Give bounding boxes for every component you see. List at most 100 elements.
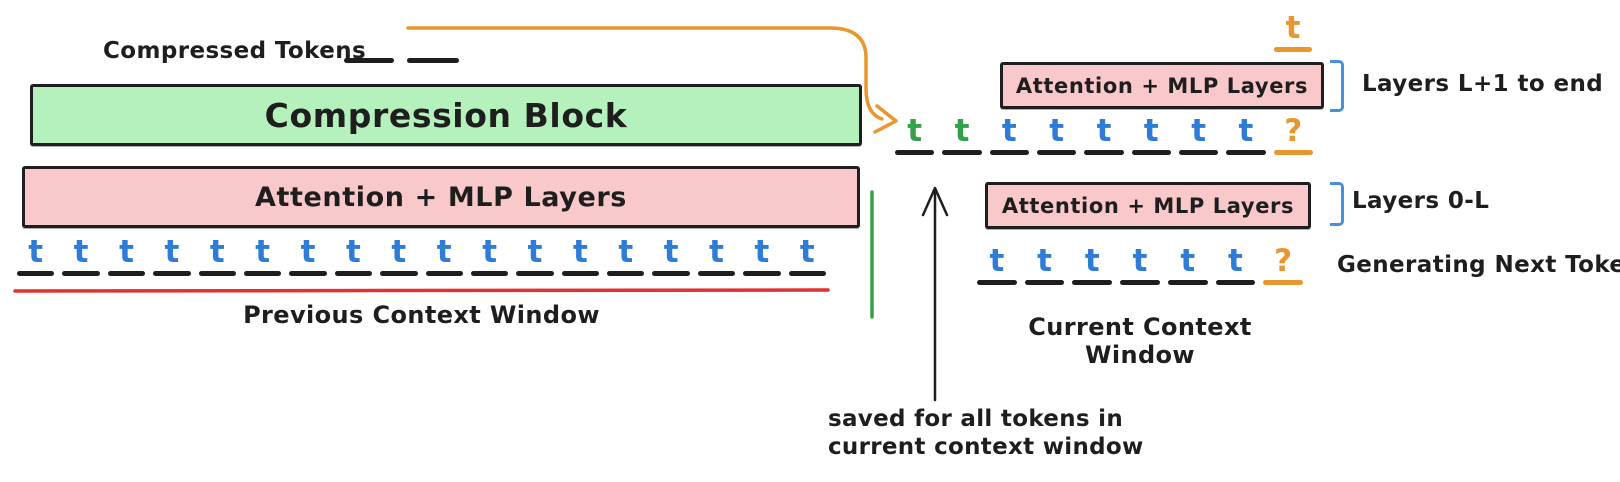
- token-char: t: [618, 234, 634, 270]
- token-char: t: [346, 234, 361, 270]
- token-underline: [977, 280, 1017, 285]
- token-underline: [470, 271, 509, 276]
- token-underline: [62, 271, 100, 276]
- token-underline: [1120, 280, 1160, 285]
- saved-kv-arrowhead: [921, 186, 949, 217]
- token-t-blue: t: [285, 234, 330, 276]
- saved-token: t: [1270, 10, 1316, 52]
- token-underline: [153, 271, 191, 276]
- token-t-blue: t: [1175, 113, 1222, 155]
- token-t-blue: t: [376, 234, 421, 276]
- token-underline: [17, 271, 55, 276]
- token-char: t: [209, 234, 225, 270]
- token-char: t: [1180, 243, 1196, 279]
- token-t-blue: t: [240, 234, 285, 276]
- token-underline: [334, 271, 373, 276]
- token-t-blue: t: [1080, 113, 1127, 155]
- token-char: t: [119, 234, 134, 270]
- token-char: t: [709, 234, 724, 270]
- token-underline: [1226, 150, 1266, 155]
- previous-window-red-line: [13, 288, 830, 293]
- token-t-green: t: [938, 113, 985, 155]
- token-char: t: [1191, 113, 1207, 149]
- token-char: t: [1096, 113, 1112, 149]
- token-t-blue: t: [422, 234, 467, 276]
- upper-layers-bracket: [1330, 60, 1344, 112]
- token-char: t: [907, 113, 923, 149]
- token-char: t: [73, 234, 89, 270]
- token-char: t: [300, 234, 316, 270]
- token-t-blue: t: [1164, 243, 1212, 285]
- token-char: t: [799, 234, 815, 270]
- token-t-blue: t: [149, 234, 194, 276]
- token-t-blue: t: [986, 113, 1033, 155]
- token-underline: [289, 271, 327, 276]
- token-char: t: [1285, 10, 1301, 46]
- token-char: t: [1228, 243, 1243, 279]
- token-underline: [198, 271, 236, 276]
- token-t-blue: t: [512, 234, 557, 276]
- token-underline: [1072, 280, 1113, 285]
- token-underline: [1036, 150, 1077, 155]
- token-t-blue: t: [694, 234, 739, 276]
- token-underline: [607, 271, 645, 276]
- attention-mlp-block-upper-right: Attention + MLP Layers: [1000, 62, 1324, 109]
- token-char: t: [1143, 113, 1159, 149]
- token-t-blue: t: [1212, 243, 1260, 285]
- token-char: t: [436, 234, 452, 270]
- saved-kv-annotation-line2: current context window: [828, 434, 1144, 460]
- compressed-token-dash-1: [344, 58, 394, 63]
- token-t-orange: t: [1270, 10, 1316, 52]
- lower-layers-bracket: [1330, 182, 1344, 226]
- token-char: t: [1049, 113, 1065, 149]
- token-char: t: [255, 234, 271, 270]
- token-underline: [1131, 150, 1171, 155]
- token-t-green: t: [891, 113, 938, 155]
- token-underline: [1263, 280, 1304, 285]
- token-underline: [1024, 280, 1065, 285]
- saved-kv-annotation-line1: saved for all tokens in: [828, 406, 1124, 432]
- token-underline: [107, 271, 146, 276]
- token-t-blue: t: [1068, 243, 1116, 285]
- token-underline: [989, 150, 1029, 155]
- token-char: t: [663, 234, 679, 270]
- compression-block: Compression Block: [30, 84, 862, 146]
- token-char: t: [989, 243, 1005, 279]
- token-underline: [697, 271, 736, 276]
- saved-kv-annotation: saved for all tokens in current context …: [828, 405, 1144, 461]
- token-t-blue: t: [1222, 113, 1269, 155]
- attention-mlp-block-lower-right: Attention + MLP Layers: [985, 182, 1311, 229]
- token-underline: [243, 271, 282, 276]
- token-underline: [1273, 150, 1313, 155]
- current-context-window-caption: Current Context Window: [1028, 313, 1252, 369]
- token-underline: [1084, 150, 1124, 155]
- attention-mlp-block-left-label: Attention + MLP Layers: [255, 181, 627, 213]
- token-underline: [788, 271, 827, 276]
- token-char: t: [527, 234, 543, 270]
- token-underline: [942, 150, 982, 155]
- token-char: t: [1037, 243, 1052, 279]
- token-t-blue: t: [13, 234, 58, 276]
- token-underline: [425, 271, 463, 276]
- token-char: t: [1132, 243, 1148, 279]
- token-underline: [516, 271, 554, 276]
- token-underline: [1274, 47, 1312, 52]
- token-question-orange: ?: [1259, 243, 1307, 285]
- attention-mlp-block-left: Attention + MLP Layers: [22, 166, 860, 228]
- token-t-blue: t: [1021, 243, 1069, 285]
- token-char: t: [572, 234, 588, 270]
- token-underline: [895, 150, 935, 155]
- token-char: t: [1238, 113, 1254, 149]
- token-underline: [743, 271, 781, 276]
- token-t-blue: t: [58, 234, 103, 276]
- token-char: t: [1084, 243, 1100, 279]
- token-char: t: [164, 234, 180, 270]
- token-t-blue: t: [603, 234, 648, 276]
- lower-layers-label: Layers 0-L: [1352, 188, 1490, 214]
- token-char: t: [391, 234, 407, 270]
- token-char: t: [28, 234, 44, 270]
- token-underline: [380, 271, 418, 276]
